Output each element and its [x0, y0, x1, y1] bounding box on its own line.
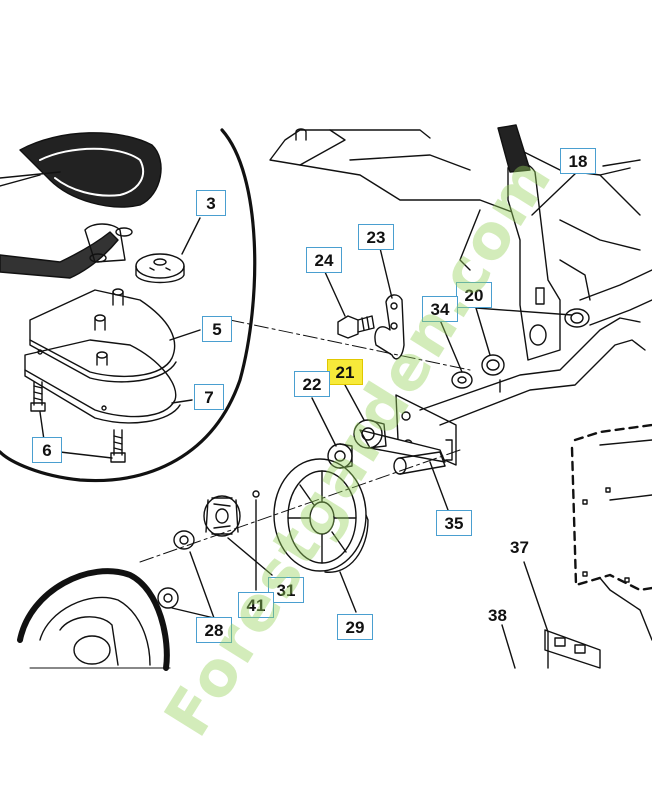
callout-35: 35: [436, 510, 472, 536]
callout-7: 7: [194, 384, 224, 410]
lever-arm: [0, 231, 119, 279]
label-37: 37: [510, 538, 529, 557]
pin-part-41: [252, 490, 260, 498]
washer-part-34: [451, 371, 473, 389]
callout-18: 18: [560, 148, 596, 174]
label-38: 38: [488, 606, 507, 625]
plate-part-7: [24, 339, 177, 418]
rear-wheel: [17, 568, 170, 671]
bolt-part-24: [337, 315, 359, 339]
plate-part-5: [29, 289, 176, 377]
callout-29: 29: [337, 614, 373, 640]
callout-23: 23: [358, 224, 394, 250]
callout-24: 24: [306, 247, 342, 273]
washer-part-28a: [173, 530, 195, 550]
axle-bracket-part-35: [395, 394, 457, 466]
callout-3: 3: [196, 190, 226, 216]
callout-34: 34: [422, 296, 458, 322]
washer-part-20: [481, 354, 505, 376]
callout-22: 22: [294, 371, 330, 397]
cap-part-3: [135, 253, 185, 279]
callout-31: 31: [268, 577, 304, 603]
washer-part-28b: [157, 587, 179, 609]
callout-28: 28: [196, 617, 232, 643]
callout-41: 41: [238, 592, 274, 618]
detail-circle: [0, 128, 257, 483]
drive-belt-part: [19, 132, 162, 208]
lever-part-18: [507, 161, 561, 361]
callout-20: 20: [456, 282, 492, 308]
callout-6: 6: [32, 437, 62, 463]
callout-21: 21: [327, 359, 363, 385]
pinion-part-31: [203, 495, 241, 537]
callout-5: 5: [202, 316, 232, 342]
motor-housing: [573, 423, 652, 442]
bracket-part-23: [374, 294, 405, 360]
bracket-part-38: [544, 629, 601, 669]
